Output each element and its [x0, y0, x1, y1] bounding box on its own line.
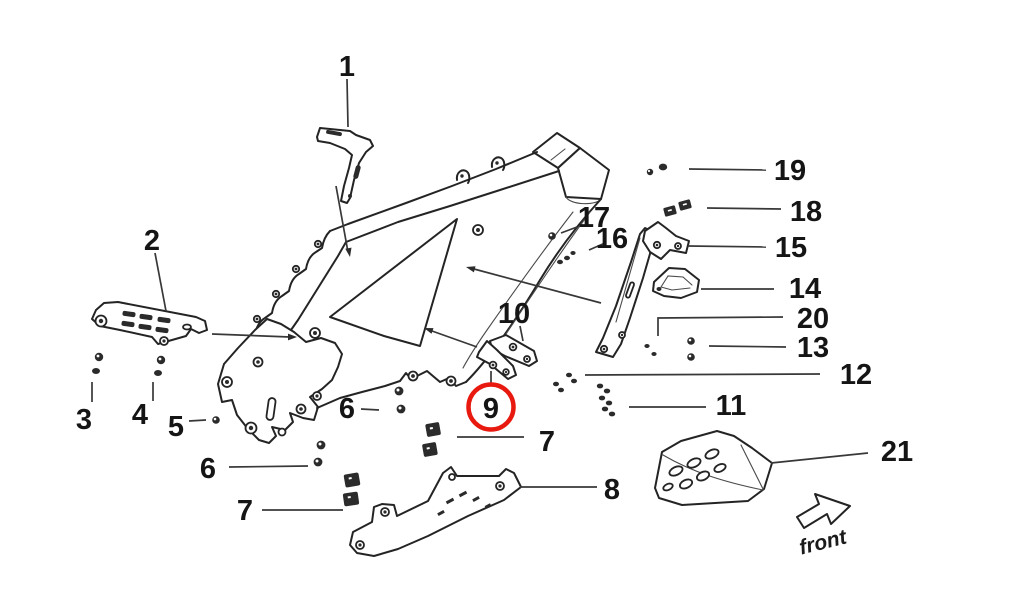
part-4-fasteners [154, 355, 166, 376]
part-21-skid-plate [654, 430, 773, 506]
part-6-washers-lower [313, 440, 326, 467]
assembly-arrow-part-1 [335, 185, 349, 253]
leader-1 [346, 78, 349, 128]
part-18-clips [663, 199, 692, 217]
left-frame-wall [248, 230, 347, 341]
callout-19: 19 [774, 155, 806, 187]
callout-5: 5 [168, 411, 184, 443]
leader-21 [770, 452, 869, 464]
part-7-nuts-lower [342, 472, 361, 507]
part-7-nuts-upper [422, 422, 441, 457]
assembly-arrow-part-2 [211, 333, 291, 338]
leader-13 [708, 345, 787, 348]
part-6-washers-upper [394, 386, 406, 414]
leader-2 [154, 252, 167, 312]
callout-17: 17 [578, 202, 610, 234]
callout-2: 2 [144, 225, 160, 257]
steering-head [532, 132, 610, 205]
part-11-fasteners [596, 383, 616, 417]
callout-4: 4 [132, 399, 148, 431]
part-16-screws [557, 251, 576, 265]
callout-20: 20 [797, 303, 829, 335]
callout-21: 21 [881, 436, 913, 468]
callout-3: 3 [76, 404, 92, 436]
highlight-circle-part-9 [466, 382, 516, 432]
callout-9: 9 [483, 393, 499, 425]
frame-drawing [217, 132, 610, 444]
callout-6-upper: 6 [339, 393, 355, 425]
leader-lines [91, 78, 869, 511]
part-5-washer [212, 416, 220, 424]
callout-7-upper: 7 [539, 426, 555, 458]
leader-18 [706, 207, 782, 210]
callout-18: 18 [790, 196, 822, 228]
callout-6-lower: 6 [200, 453, 216, 485]
side-panel [309, 218, 484, 347]
callout-15: 15 [775, 232, 807, 264]
front-label: front [797, 525, 850, 559]
part-12-fasteners [553, 372, 577, 393]
part-3-fasteners [92, 352, 104, 374]
leader-5 [188, 419, 207, 422]
leader-10 [519, 325, 524, 342]
part-16-stay-bracket [595, 227, 657, 358]
part-15-bracket [642, 221, 690, 260]
front-arrow-icon [796, 493, 851, 529]
part-20-fasteners [644, 344, 657, 356]
callout-14: 14 [789, 273, 821, 305]
callout-labels: 1 2 3 4 5 6 6 7 7 8 9 10 11 12 13 14 15 … [76, 51, 913, 527]
callout-13: 13 [797, 332, 829, 364]
pivot-plate [217, 318, 343, 444]
leader-20 [657, 316, 784, 336]
leader-6-lower [228, 465, 309, 468]
part-2-mount-plate [91, 301, 208, 346]
main-beam [329, 151, 560, 243]
part-1-bracket [316, 127, 374, 204]
part-9-bracket-plate [476, 340, 517, 380]
callout-11: 11 [716, 390, 747, 422]
front-direction: front [796, 493, 851, 559]
leader-6-upper [360, 408, 380, 411]
callout-7-lower: 7 [237, 495, 253, 527]
callout-10: 10 [498, 298, 530, 330]
assembly-arrows [211, 185, 602, 348]
part-8-lower-bracket [349, 466, 522, 557]
leader-19 [688, 168, 767, 171]
bottom-rail [316, 370, 467, 409]
part-19-fasteners [646, 163, 668, 176]
assembly-arrow-part-9 [431, 330, 478, 348]
leader-15 [687, 245, 767, 248]
callout-1: 1 [339, 51, 355, 83]
leader-12 [584, 373, 821, 376]
beam-lug [455, 169, 471, 184]
part-17-washer [548, 232, 556, 240]
callout-12: 12 [840, 359, 872, 391]
assembly-arrow-part-16 [473, 268, 602, 304]
part-14-rubber-mount [652, 267, 700, 299]
callout-8: 8 [604, 474, 620, 506]
part-13-fasteners [687, 337, 695, 361]
beam-lug [490, 156, 506, 171]
leader-16 [588, 242, 606, 251]
callout-16: 16 [596, 223, 628, 255]
leader-17 [560, 226, 578, 234]
